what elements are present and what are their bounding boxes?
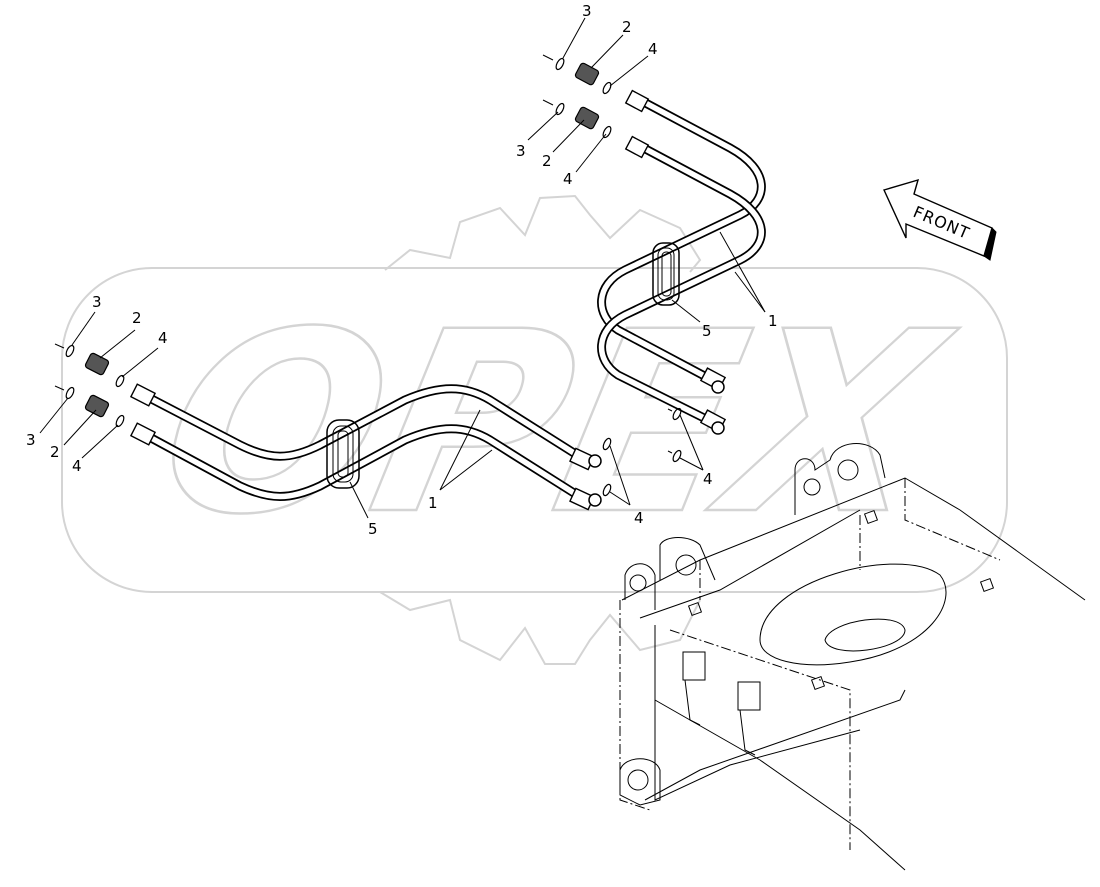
leader-lines — [39, 17, 766, 519]
callout-1-lower: 1 — [428, 494, 438, 512]
watermark-text: OPEX — [139, 278, 971, 570]
hose-end-fittings — [129, 89, 727, 511]
callout-2-lower-a: 2 — [132, 309, 142, 327]
callout-3-upper-b: 3 — [516, 142, 526, 160]
callout-5-upper: 5 — [702, 322, 712, 340]
callout-5-lower: 5 — [368, 520, 378, 538]
callout-2-upper-b: 2 — [542, 152, 552, 170]
clamp-upper — [652, 242, 680, 306]
callout-2-upper-a: 2 — [622, 18, 632, 36]
clamp-lower — [326, 419, 360, 489]
callout-1-upper: 1 — [768, 312, 778, 330]
callout-4-lower-b: 4 — [72, 457, 82, 475]
callout-4-upper-a: 4 — [648, 40, 658, 58]
hose-upper-pair — [597, 95, 766, 427]
callouts: 3 2 4 3 2 4 1 5 3 2 4 3 2 4 1 5 4 4 — [26, 2, 778, 538]
callout-4-right-a: 4 — [703, 470, 713, 488]
callout-4-lower-a: 4 — [158, 329, 168, 347]
watermark-logo: OPEX — [61, 194, 1008, 665]
callout-4-upper-b: 4 — [563, 170, 573, 188]
callout-2-lower-b: 2 — [50, 443, 60, 461]
callout-3-lower-b: 3 — [26, 431, 36, 449]
callout-4-right-b: 4 — [634, 509, 644, 527]
machine-frame — [619, 443, 1086, 871]
callout-3-lower-a: 3 — [92, 293, 102, 311]
callout-3-upper-a: 3 — [582, 2, 592, 20]
front-direction-arrow: FRONT — [883, 178, 997, 261]
hose-lower-pair — [137, 384, 590, 505]
